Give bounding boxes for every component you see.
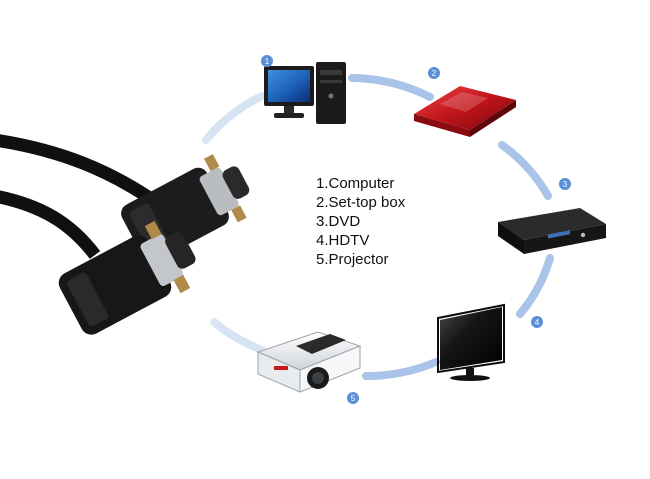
- svg-text:5: 5: [351, 394, 356, 403]
- svg-text:2: 2: [432, 69, 437, 78]
- badge-5: 5: [347, 392, 359, 404]
- set-top-box-icon: [414, 86, 516, 137]
- ring-segment-settop-dvd: [498, 141, 552, 200]
- hdtv-icon: [437, 303, 505, 381]
- dvd-player-icon: [498, 208, 606, 254]
- vga-cable-icon: [0, 103, 270, 373]
- legend-item-projector: 5.Projector: [316, 251, 389, 268]
- legend-item-hdtv: 4.HDTV: [316, 232, 370, 249]
- ring-segment-computer-settop: [348, 74, 434, 101]
- ring-segment-dvd-hdtv: [516, 254, 554, 318]
- badge-3: 3: [559, 178, 571, 190]
- device-legend: 1.Computer 2.Set-top box 3.DVD 4.HDTV 5.…: [316, 174, 405, 269]
- svg-text:1: 1: [265, 57, 270, 66]
- svg-text:3: 3: [563, 180, 568, 189]
- svg-text:4: 4: [535, 318, 540, 327]
- badge-1: 1: [261, 55, 273, 67]
- ring-segment-hdtv-projector: [362, 358, 440, 381]
- badge-2: 2: [428, 67, 440, 79]
- legend-item-computer: 1.Computer: [316, 175, 395, 192]
- legend-item-set-top-box: 2.Set-top box: [316, 194, 406, 211]
- number-badges: 1 2 3 4 5: [261, 55, 571, 404]
- projector-icon: [256, 331, 362, 393]
- badge-4: 4: [531, 316, 543, 328]
- desktop-computer-icon: [264, 62, 346, 124]
- legend-item-dvd: 3.DVD: [316, 213, 361, 230]
